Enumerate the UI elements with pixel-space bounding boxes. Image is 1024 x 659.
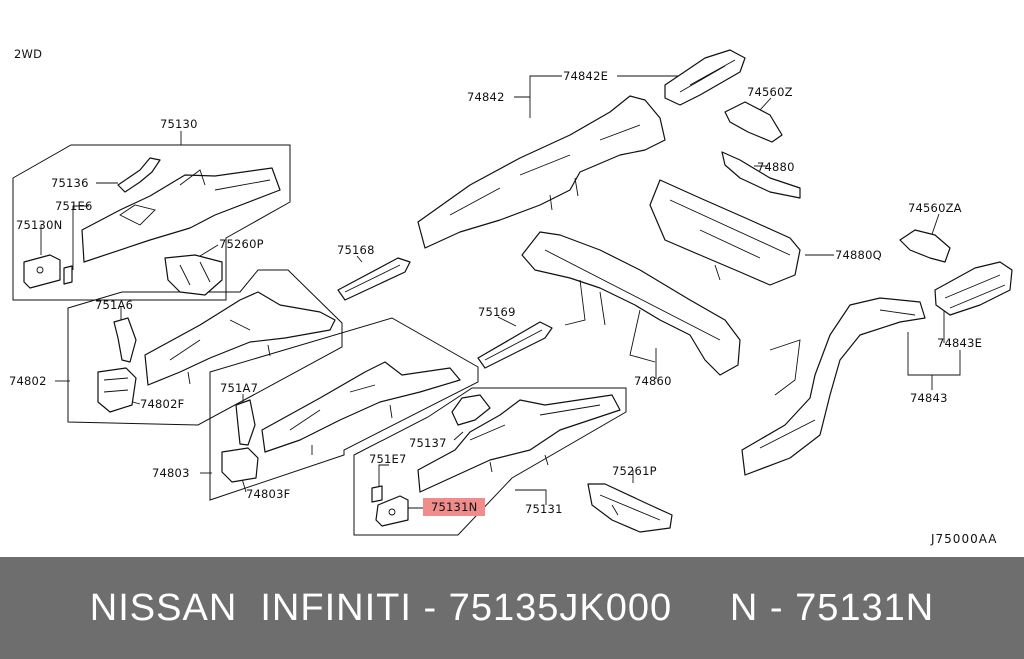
part-label-74803F[interactable]: 74803F bbox=[246, 487, 291, 501]
part-label-74843E[interactable]: 74843E bbox=[937, 336, 983, 350]
part-751A6-drawing bbox=[113, 317, 137, 363]
part-label-75261P[interactable]: 75261P bbox=[612, 464, 657, 478]
parts-diagram: 2WD J75000AA 75130 75136 751E6 75130N 75… bbox=[9, 47, 1013, 546]
part-75130N-drawing bbox=[23, 254, 61, 289]
part-label-75169[interactable]: 75169 bbox=[478, 305, 516, 319]
part-75168-drawing bbox=[337, 257, 411, 301]
part-74842E-drawing bbox=[664, 49, 746, 106]
part-74842-drawing bbox=[417, 95, 666, 249]
part-label-74560Z[interactable]: 74560Z bbox=[747, 85, 793, 99]
part-label-751A7[interactable]: 751A7 bbox=[220, 381, 259, 395]
part-74843-drawing bbox=[741, 297, 926, 476]
group-frame-74803 bbox=[209, 317, 479, 501]
part-75261P-drawing bbox=[587, 483, 673, 533]
part-75130-drawing bbox=[81, 167, 281, 263]
part-label-75130N[interactable]: 75130N bbox=[16, 218, 63, 232]
part-label-75130[interactable]: 75130 bbox=[160, 117, 198, 131]
part-label-74802[interactable]: 74802 bbox=[9, 374, 47, 388]
part-74880Q-drawing bbox=[649, 179, 801, 286]
leader-lines bbox=[40, 75, 961, 509]
part-label-75131N-highlighted[interactable]: 75131N bbox=[423, 498, 486, 516]
part-label-751A6[interactable]: 751A6 bbox=[95, 298, 134, 312]
group-frame-75130 bbox=[12, 144, 291, 301]
part-label-751E7[interactable]: 751E7 bbox=[369, 452, 407, 466]
part-number-banner: NISSAN INFINITI - 75135JK000 N - 75131N bbox=[0, 557, 1024, 659]
part-label-74842[interactable]: 74842 bbox=[467, 90, 505, 104]
part-label-75260P[interactable]: 75260P bbox=[219, 237, 264, 251]
diagram-drawing bbox=[12, 49, 1013, 536]
part-751A7-drawing bbox=[235, 399, 256, 446]
part-label-74860[interactable]: 74860 bbox=[634, 374, 672, 388]
part-74803-drawing bbox=[261, 361, 461, 455]
part-75136-drawing bbox=[117, 157, 161, 193]
part-label-74842E[interactable]: 74842E bbox=[563, 69, 609, 83]
banner-text: NISSAN INFINITI - 75135JK000 N - 75131N bbox=[89, 586, 935, 629]
part-74843E-drawing bbox=[934, 261, 1013, 316]
group-frame-75131 bbox=[353, 387, 627, 536]
part-74802-drawing bbox=[144, 291, 336, 386]
part-label-74802F[interactable]: 74802F bbox=[140, 397, 185, 411]
part-75131N-drawing bbox=[375, 495, 409, 527]
part-75169-drawing bbox=[477, 321, 553, 369]
part-751E7-drawing bbox=[371, 485, 383, 503]
part-74803F-drawing bbox=[221, 447, 259, 483]
part-74860-drawing bbox=[521, 231, 741, 376]
part-label-74880[interactable]: 74880 bbox=[757, 160, 795, 174]
part-75131-drawing bbox=[417, 394, 621, 493]
part-label-75136[interactable]: 75136 bbox=[51, 176, 89, 190]
variant-label: 2WD bbox=[14, 47, 43, 61]
part-label-74880Q[interactable]: 74880Q bbox=[835, 248, 882, 262]
drawing-code: J75000AA bbox=[931, 532, 998, 546]
part-751E6-drawing bbox=[63, 265, 73, 285]
part-74560ZA-drawing bbox=[899, 229, 951, 263]
part-74802F-drawing bbox=[97, 367, 137, 413]
part-74560Z-drawing bbox=[724, 101, 783, 143]
part-75260P-drawing bbox=[164, 254, 223, 296]
part-label-74843[interactable]: 74843 bbox=[910, 391, 948, 405]
part-label-75131[interactable]: 75131 bbox=[525, 502, 563, 516]
part-label-75137[interactable]: 75137 bbox=[409, 436, 447, 450]
part-74880-drawing bbox=[721, 151, 801, 199]
part-75137-drawing bbox=[451, 394, 491, 426]
part-label-74560ZA[interactable]: 74560ZA bbox=[908, 201, 962, 215]
part-label-75168[interactable]: 75168 bbox=[337, 243, 375, 257]
part-label-74803[interactable]: 74803 bbox=[152, 466, 190, 480]
part-label-751E6[interactable]: 751E6 bbox=[55, 199, 93, 213]
